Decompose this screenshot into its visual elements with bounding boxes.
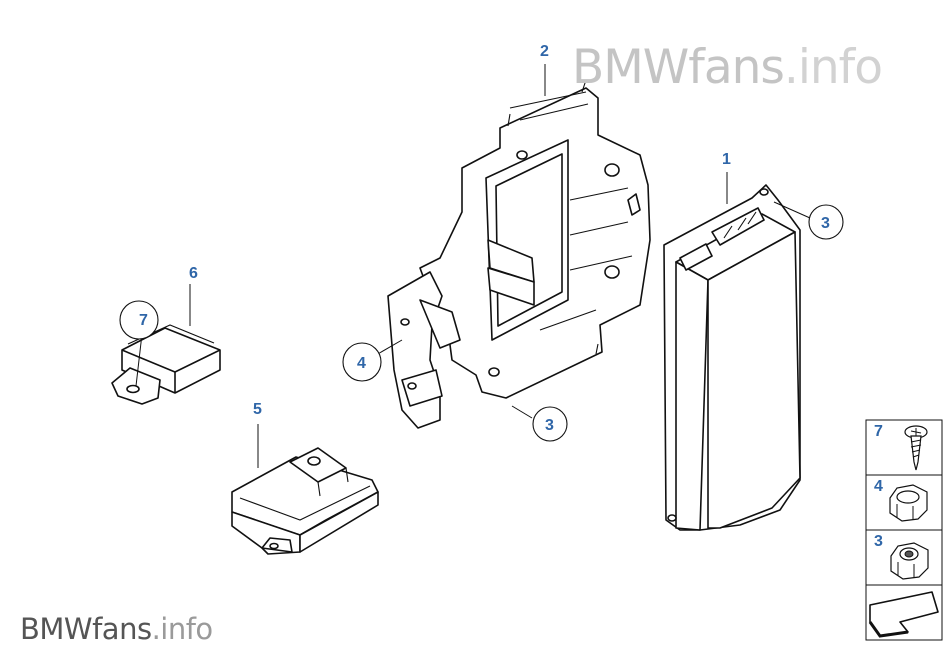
nut-icon-3 (890, 542, 929, 580)
legend-label-screw: 7 (874, 423, 883, 440)
callout-circle-4 (342, 342, 382, 382)
callout-circle-3-right (808, 204, 844, 240)
legend-label-nut-3: 3 (874, 533, 883, 550)
callout-3-right: 3 (821, 215, 830, 232)
watermark-bottom: BMWfans.info (20, 612, 213, 646)
legend-label-nut-4: 4 (874, 478, 883, 495)
callout-2: 2 (540, 43, 549, 60)
callout-circle-3-bottom (532, 406, 568, 442)
part-1-module[interactable] (663, 184, 801, 531)
part-6-sensor[interactable] (111, 324, 221, 405)
callout-4: 4 (357, 355, 366, 372)
callout-circle-7 (119, 300, 159, 340)
part-2-bracket[interactable] (419, 79, 651, 399)
callout-6: 6 (189, 265, 198, 282)
part-4-small-bracket[interactable] (387, 271, 461, 429)
callout-1: 1 (722, 151, 731, 168)
callout-3-bottom: 3 (545, 417, 554, 434)
nut-icon-4 (889, 484, 928, 522)
part-5-control-unit[interactable] (231, 447, 379, 555)
arrow-icon[interactable] (868, 591, 939, 638)
leader-lines (135, 64, 811, 468)
hardware-legend: 7 4 3 (865, 419, 943, 641)
watermark-top: BMWfans.info (572, 40, 883, 95)
callout-7: 7 (139, 312, 148, 329)
callout-5: 5 (253, 401, 262, 418)
screw-icon (904, 425, 928, 471)
